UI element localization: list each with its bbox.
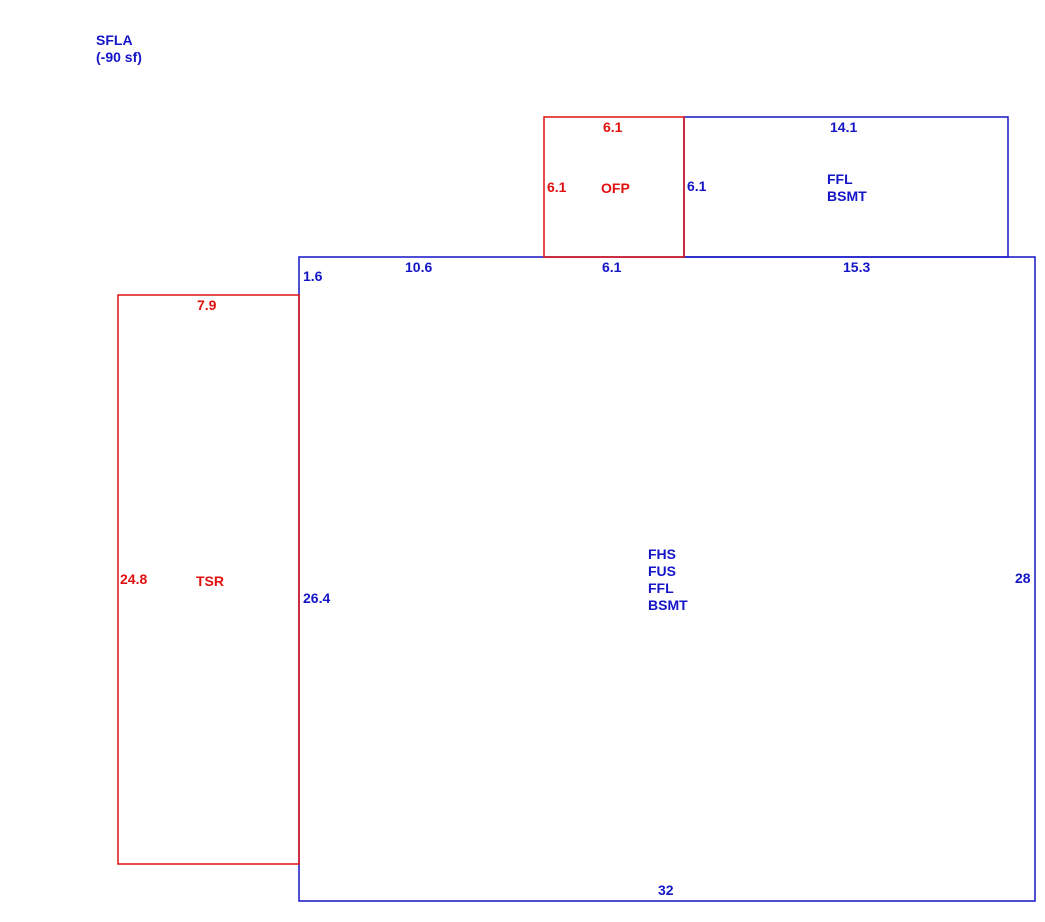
ffl-bsmt-label-1: FFL — [827, 171, 853, 187]
tsr-area-label: TSR — [196, 573, 224, 589]
sfla-title: SFLA — [96, 32, 133, 48]
main-label-2: FUS — [648, 563, 676, 579]
ffl-bsmt-dim-left: 6.1 — [687, 178, 707, 194]
tsr-area-outline — [117, 294, 300, 865]
main-dim-top-right: 15.3 — [843, 259, 871, 275]
ofp-area-label: OFP — [601, 180, 630, 196]
main-dim-top-middle: 6.1 — [602, 259, 622, 275]
main-label-3: FFL — [648, 580, 674, 596]
main-dim-top-left: 10.6 — [405, 259, 433, 275]
ffl-bsmt-label-2: BSMT — [827, 188, 867, 204]
ofp-dim-top: 6.1 — [603, 119, 623, 135]
ffl-bsmt-dim-top: 14.1 — [830, 119, 858, 135]
main-dim-right: 28 — [1015, 570, 1031, 586]
ffl-bsmt-area-labels: FFL BSMT — [827, 171, 867, 205]
main-dim-bottom: 32 — [658, 882, 674, 898]
sfla-header: SFLA (-90 sf) — [96, 32, 142, 66]
main-dim-left: 26.4 — [303, 590, 331, 606]
ofp-dim-left: 6.1 — [547, 179, 567, 195]
main-area-labels: FHS FUS FFL BSMT — [648, 546, 688, 614]
ofp-area-outline — [543, 116, 685, 258]
main-label-4: BSMT — [648, 597, 688, 613]
main-dim-top-left-offset: 1.6 — [303, 268, 323, 284]
tsr-dim-top: 7.9 — [197, 297, 217, 313]
tsr-dim-left: 24.8 — [120, 571, 148, 587]
main-label-1: FHS — [648, 546, 676, 562]
sfla-adjustment: (-90 sf) — [96, 49, 142, 65]
